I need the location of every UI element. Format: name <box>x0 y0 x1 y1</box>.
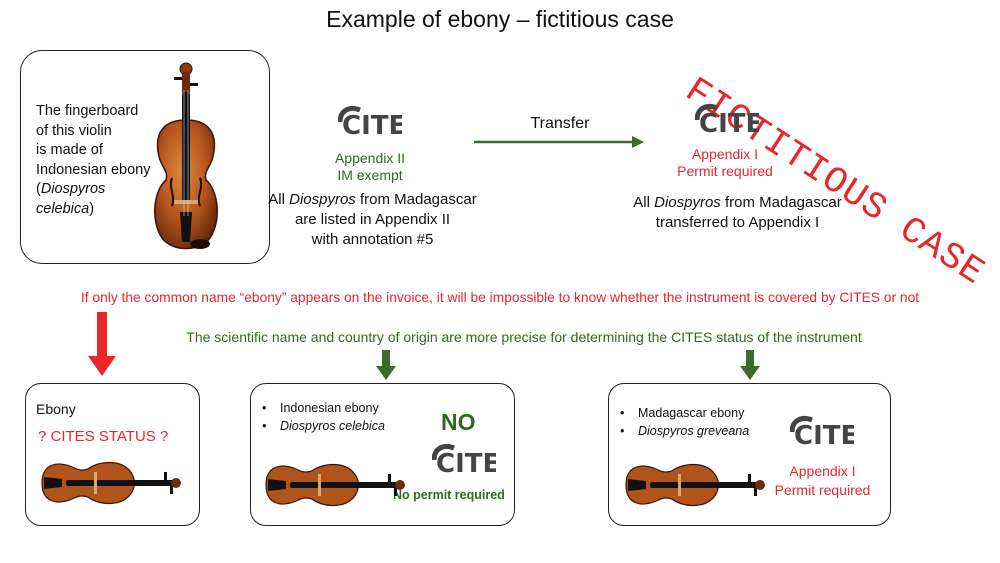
violin-desc-line: The fingerboard <box>36 103 139 119</box>
transfer-label: Transfer <box>530 115 590 132</box>
cites-status-unknown: ? CITES STATUS ? <box>38 428 169 445</box>
cites-logo-icon: CITES <box>790 416 854 450</box>
species-genus: Diospyros <box>40 181 106 197</box>
cites-logo-icon: CITES <box>695 104 759 138</box>
im-exempt-line: IM exempt <box>337 167 403 183</box>
appendix-i-label: Appendix I Permit required <box>650 146 800 180</box>
permit-required-line: Permit required <box>774 482 871 498</box>
desc-genus: Diospyros <box>289 191 356 208</box>
species-list: Indonesian ebony Diospyros celebica <box>262 399 385 435</box>
cites-logo-text: CITES <box>342 111 402 140</box>
desc-prefix: All <box>633 194 655 211</box>
appendix-ii-line: Appendix II <box>334 150 406 166</box>
violin-horizontal-icon <box>625 463 765 507</box>
green-down-arrow-icon <box>740 350 760 380</box>
desc-line: are listed in Appendix II <box>294 211 451 228</box>
list-item: Madagascar ebony <box>620 404 749 422</box>
violin-desc-line: is made of <box>36 142 103 158</box>
page-title: Example of ebony – fictitious case <box>326 6 674 32</box>
species-epithet: celebica <box>36 200 90 217</box>
no-permit-label: No permit required <box>393 488 505 502</box>
desc-line: All Diospyros from Madagascar <box>250 190 495 210</box>
desc-prefix: All <box>268 191 290 208</box>
violin-info-box <box>20 50 270 264</box>
list-item: Diospyros celebica <box>262 417 385 435</box>
cites-logo-icon: CITES <box>432 444 496 478</box>
appendix-i-status: Appendix I Permit required <box>765 462 880 500</box>
list-item: Indonesian ebony <box>262 399 385 417</box>
precision-text: The scientific name and country of origi… <box>186 329 862 345</box>
red-down-arrow-icon <box>88 312 116 376</box>
no-label: NO <box>441 409 476 435</box>
paren: ) <box>89 200 95 217</box>
violin-horizontal-icon <box>41 461 181 505</box>
desc-genus: Diospyros <box>654 194 721 211</box>
appendix-ii-description: All Diospyros from Madagascar are listed… <box>250 190 495 250</box>
appendix-i-line: Appendix I <box>691 146 759 162</box>
violin-description: The fingerboard of this violin is made o… <box>36 102 151 219</box>
box-title: Ebony <box>36 401 76 417</box>
violin-desc-line: celebica) <box>36 200 151 220</box>
desc-rest: from Madagascar <box>355 191 477 208</box>
appendix-i-line: Appendix I <box>789 463 856 479</box>
violin-vertical-icon <box>154 62 218 250</box>
cites-logo-text: CITES <box>436 449 496 478</box>
violin-desc-line: of this violin <box>36 122 112 139</box>
cites-logo-text: CITES <box>794 421 854 450</box>
appendix-i-description: All Diospyros from Madagascar transferre… <box>610 193 865 233</box>
paren: ( <box>36 181 41 197</box>
warning-text: If only the common name “ebony” appears … <box>80 290 920 305</box>
desc-rest: from Madagascar <box>720 194 842 211</box>
violin-desc-line: (Diospyros <box>36 180 151 200</box>
permit-required-line: Permit required <box>677 163 773 179</box>
desc-line: All Diospyros from Madagascar <box>610 193 865 213</box>
desc-line: transferred to Appendix I <box>655 214 820 231</box>
cites-logo-text: CITES <box>699 109 759 138</box>
transfer-arrow-icon <box>474 136 644 148</box>
appendix-ii-label: Appendix II IM exempt <box>300 150 440 184</box>
violin-horizontal-icon <box>265 463 405 507</box>
green-down-arrow-icon <box>376 350 396 380</box>
desc-line: with annotation #5 <box>311 231 434 248</box>
violin-desc-line: Indonesian ebony <box>36 161 151 178</box>
species-list: Madagascar ebony Diospyros greveana <box>620 404 749 440</box>
cites-logo-icon: CITES <box>338 106 402 140</box>
list-item: Diospyros greveana <box>620 422 749 440</box>
